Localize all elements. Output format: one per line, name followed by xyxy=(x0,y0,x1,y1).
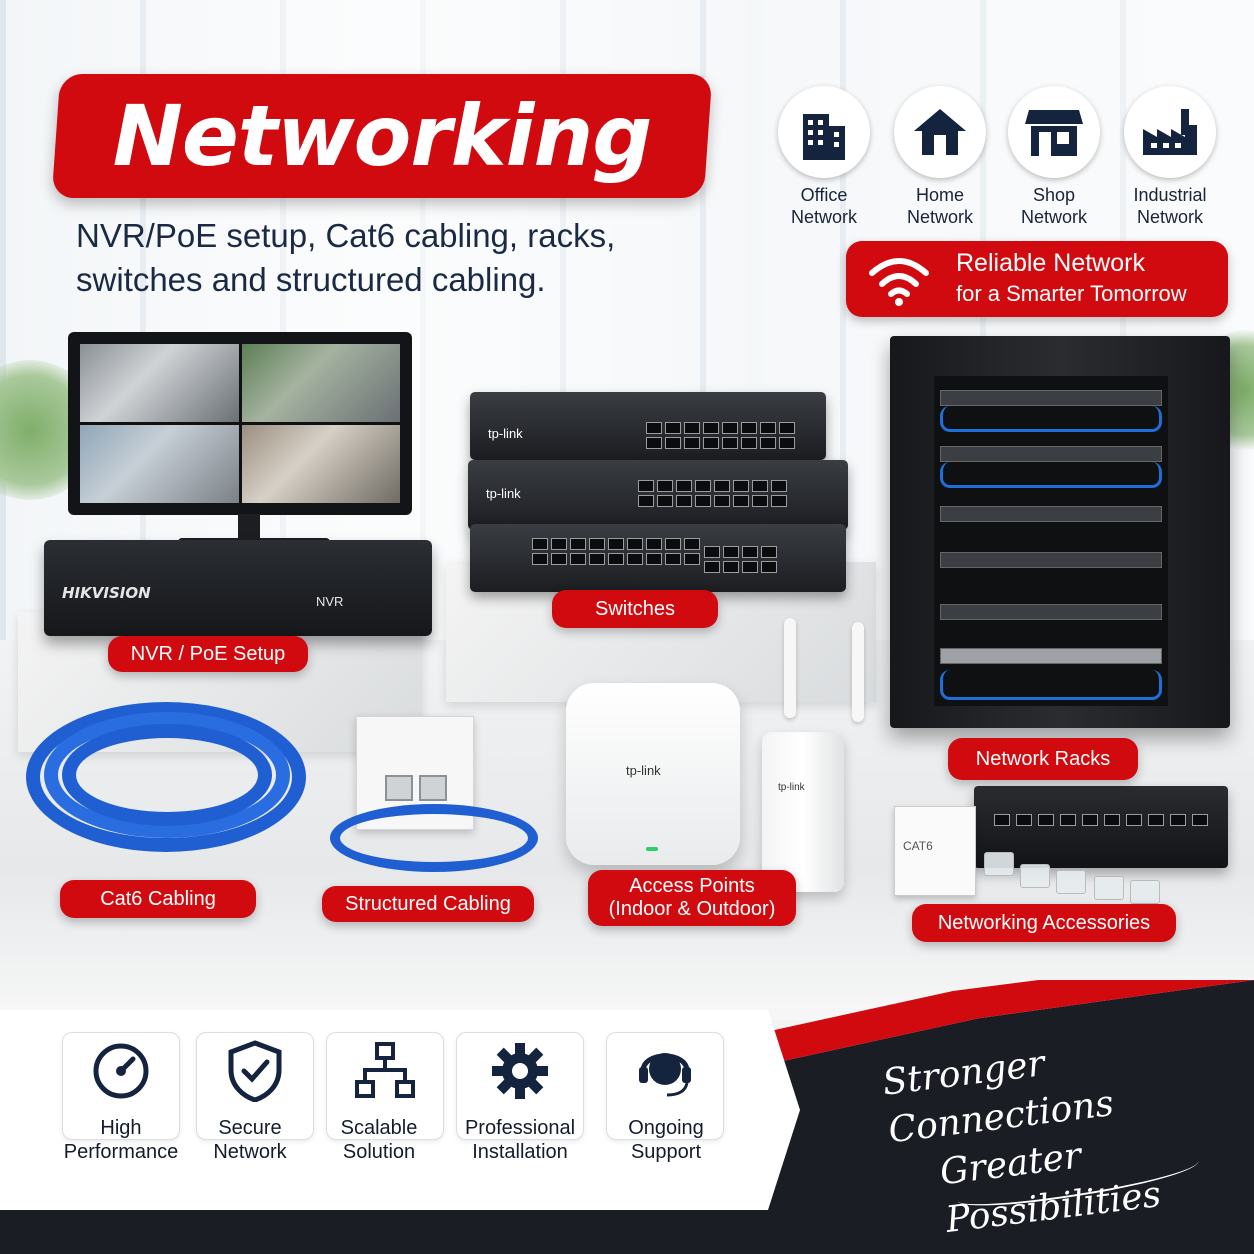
antenna xyxy=(784,618,796,718)
network-rack xyxy=(890,336,1230,728)
network-type-label: Network xyxy=(790,207,857,227)
patch-panel xyxy=(974,786,1228,868)
network-hierarchy-icon xyxy=(355,1042,415,1098)
headset-icon xyxy=(639,1053,691,1097)
nvr-recorder: HIKVISION NVR xyxy=(44,540,432,636)
cat6-keystone-jack: CAT6 xyxy=(894,806,976,896)
feature-professional-installation xyxy=(456,1032,584,1140)
camera-feed xyxy=(80,344,239,422)
feature-label-line: Network xyxy=(213,1141,287,1163)
office-building-icon xyxy=(803,114,845,160)
rj45-connector xyxy=(1094,876,1124,900)
antenna xyxy=(852,622,864,722)
network-type-label: Shop xyxy=(1032,185,1076,205)
monitor-stand xyxy=(238,514,260,542)
tag-nvr-poe: NVR / PoE Setup xyxy=(108,636,308,672)
cat6-cable-coil xyxy=(62,724,272,826)
network-type-label: Industrial xyxy=(1133,185,1207,205)
reliable-line1: Reliable Network xyxy=(956,249,1145,277)
cctv-monitor xyxy=(68,332,412,515)
gear-icon xyxy=(492,1043,548,1099)
reliable-network-banner: Reliable Network for a Smarter Tomorrow xyxy=(846,241,1228,317)
subtitle-line: switches and structured cabling. xyxy=(76,261,546,298)
switch-brand: tp-link xyxy=(486,486,521,501)
nvr-model: NVR xyxy=(316,594,344,609)
rj45-connector xyxy=(984,852,1014,876)
rj45-connector xyxy=(1056,870,1086,894)
reliable-line2: for a Smarter Tomorrow xyxy=(956,281,1187,306)
network-type-label: Office xyxy=(800,185,848,205)
access-point-indoor: tp-link xyxy=(566,683,740,865)
tag-structured-cabling: Structured Cabling xyxy=(322,886,534,922)
feature-label-line: High xyxy=(100,1117,142,1139)
subtitle: NVR/PoE setup, Cat6 cabling, racks, swit… xyxy=(76,214,736,302)
keystone-label: CAT6 xyxy=(903,839,933,853)
tag-switches: Switches xyxy=(552,590,718,628)
switch-bottom xyxy=(470,524,846,592)
feature-label-line: Installation xyxy=(472,1141,568,1163)
switch-middle: tp-link xyxy=(468,460,848,530)
ap-brand: tp-link xyxy=(626,763,661,778)
network-type-label: Network xyxy=(1136,207,1203,227)
switch-top: tp-link xyxy=(470,392,826,460)
rj45-connector xyxy=(1130,880,1160,904)
feature-label-line: Professional xyxy=(464,1117,576,1139)
feature-label-line: Solution xyxy=(342,1141,416,1163)
home-icon xyxy=(914,109,966,155)
feature-high-performance xyxy=(62,1032,180,1140)
access-point-outdoor: tp-link xyxy=(762,732,844,892)
tag-network-racks: Network Racks xyxy=(948,738,1138,780)
switch-brand: tp-link xyxy=(488,426,523,441)
page-title: Networking xyxy=(112,87,652,185)
tag-line: Access Points xyxy=(629,875,755,897)
camera-feed xyxy=(241,425,400,503)
feature-label-line: Secure xyxy=(218,1117,282,1139)
camera-feed xyxy=(241,344,400,422)
tag-cat6-cabling: Cat6 Cabling xyxy=(60,880,256,918)
factory-icon xyxy=(1143,109,1197,155)
nvr-brand: HIKVISION xyxy=(62,584,151,602)
feature-label-line: Scalable xyxy=(340,1117,418,1139)
structured-cable-coil xyxy=(330,804,538,872)
network-type-label: Network xyxy=(906,207,973,227)
feature-label-line: Ongoing xyxy=(628,1117,704,1139)
shop-icon xyxy=(1025,110,1083,156)
feature-label-line: Support xyxy=(630,1141,702,1163)
tag-access-points: Access Points (Indoor & Outdoor) xyxy=(588,870,796,926)
network-type-label: Home xyxy=(915,185,964,205)
shield-check-icon xyxy=(228,1040,282,1102)
title-banner: Networking xyxy=(51,74,713,198)
feature-label-line: Performance xyxy=(63,1141,179,1163)
tag-networking-accessories: Networking Accessories xyxy=(912,904,1176,942)
subtitle-line: NVR/PoE setup, Cat6 cabling, racks, xyxy=(76,217,616,254)
tag-line: (Indoor & Outdoor) xyxy=(608,898,776,920)
ap-led xyxy=(646,847,658,851)
feature-ongoing-support xyxy=(606,1032,724,1140)
ap-brand: tp-link xyxy=(778,782,805,793)
rj45-connector xyxy=(1020,864,1050,888)
network-type-label: Network xyxy=(1020,207,1087,227)
camera-feed xyxy=(80,425,239,503)
wifi-icon xyxy=(869,258,929,306)
feature-scalable-solution xyxy=(326,1032,444,1140)
speedometer-icon xyxy=(93,1043,149,1099)
feature-secure-network xyxy=(196,1032,314,1140)
